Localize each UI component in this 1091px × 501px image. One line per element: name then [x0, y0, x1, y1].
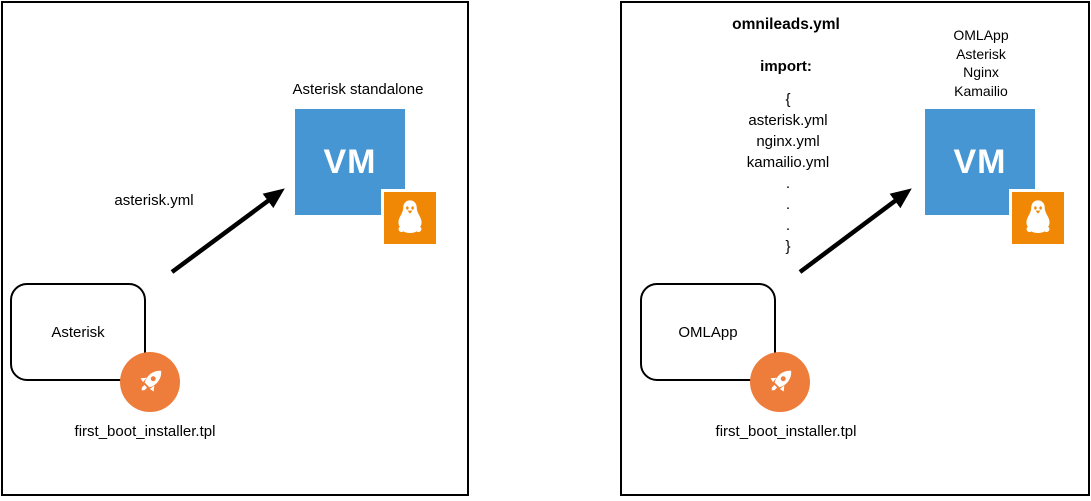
vm-label: VM	[323, 142, 377, 181]
import-line: }	[785, 238, 791, 255]
yaml-title: omnileads.yml	[732, 16, 840, 33]
import-line: .	[785, 217, 791, 234]
vm-component: Kamailio	[954, 82, 1008, 99]
arrow-label: asterisk.yml	[114, 192, 194, 209]
linux-badge	[381, 189, 439, 247]
installer-label: first_boot_installer.tpl	[715, 423, 857, 440]
import-line: {	[785, 91, 791, 108]
vm-components-list: OMLApp Asterisk Nginx Kamailio	[920, 26, 1042, 100]
tux-icon	[1026, 200, 1050, 233]
tux-icon	[398, 200, 422, 233]
installer-label: first_boot_installer.tpl	[74, 423, 216, 440]
import-line: kamailio.yml	[746, 154, 830, 171]
rocket-badge	[750, 352, 810, 412]
source-box-label: Asterisk	[51, 323, 105, 341]
import-line: asterisk.yml	[748, 112, 828, 129]
source-box: Asterisk	[10, 283, 146, 381]
rocket-badge	[120, 352, 180, 412]
deploy-arrow	[170, 188, 285, 274]
vm-component: OMLApp	[953, 27, 1009, 43]
vm-title: Asterisk standalone	[292, 81, 424, 98]
import-line: .	[785, 175, 791, 192]
vm-label: VM	[953, 142, 1007, 181]
import-line: .	[785, 196, 791, 213]
panel-asterisk-standalone: Asterisk standalone VM asterisk.yml Aste…	[1, 1, 469, 496]
panel-omnileads: omnileads.yml import: { asterisk.yml ngi…	[620, 1, 1090, 496]
linux-badge	[1009, 189, 1067, 247]
vm-component: Nginx	[963, 64, 999, 80]
import-line: nginx.yml	[756, 133, 820, 150]
import-file-list: { asterisk.yml nginx.yml kamailio.yml . …	[688, 89, 888, 257]
import-heading: import:	[760, 58, 812, 75]
rocket-icon	[770, 370, 792, 392]
vm-component: Asterisk	[956, 45, 1006, 62]
source-box-label: OMLApp	[678, 323, 738, 341]
rocket-icon	[140, 370, 162, 392]
vm-box: VM	[295, 109, 405, 215]
source-box: OMLApp	[640, 283, 776, 381]
